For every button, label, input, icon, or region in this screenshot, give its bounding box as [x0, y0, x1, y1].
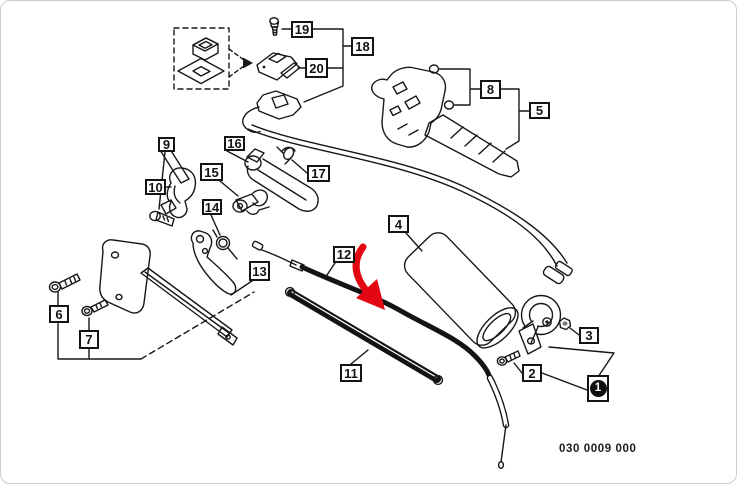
grip-4-drawing — [403, 232, 519, 349]
cable-12-drawing — [251, 240, 510, 470]
callout-leader-lines — [57, 28, 615, 391]
callout-7[interactable]: 7 — [79, 330, 99, 349]
callout-3[interactable]: 3 — [579, 327, 599, 344]
callout-11[interactable]: 11 — [340, 364, 362, 382]
callout-15[interactable]: 15 — [200, 163, 223, 181]
spring-17-drawing — [276, 146, 296, 165]
plug-8a-drawing — [428, 64, 440, 74]
housing-5-drawing — [371, 64, 520, 178]
callout-18[interactable]: 18 — [351, 37, 374, 56]
callout-6[interactable]: 6 — [49, 305, 69, 323]
callout-9[interactable]: 9 — [158, 137, 175, 152]
nut-3-drawing — [558, 317, 572, 331]
callout-5[interactable]: 5 — [529, 102, 550, 119]
bolt-2-drawing — [496, 350, 521, 366]
kit-dashed-box — [173, 27, 253, 90]
callout-17[interactable]: 17 — [307, 165, 330, 182]
switch-20-drawing — [256, 52, 301, 81]
red-arrow — [352, 243, 385, 310]
kit-plate-drawing — [177, 57, 225, 85]
screw-19-drawing — [269, 17, 280, 36]
callout-19[interactable]: 19 — [291, 21, 313, 38]
switch-wires-drawing — [247, 124, 573, 285]
part-number: 030 0009 000 — [559, 443, 637, 455]
tube-11-drawing — [284, 286, 444, 386]
lever-13-drawing — [190, 230, 237, 295]
callout-20[interactable]: 20 — [305, 58, 328, 78]
bolt-7-drawing — [81, 299, 109, 317]
callout-16[interactable]: 16 — [224, 136, 245, 151]
clamp-1-drawing — [515, 294, 562, 355]
callout-10[interactable]: 10 — [145, 179, 166, 195]
spring-14-drawing — [212, 229, 238, 260]
lockout-15-drawing — [232, 189, 270, 215]
callout-8[interactable]: 8 — [480, 80, 501, 99]
callout-13[interactable]: 13 — [249, 261, 270, 281]
plug-8b-drawing — [443, 100, 455, 110]
callout-12[interactable]: 12 — [333, 246, 355, 263]
kit-arrow-icon — [243, 57, 253, 69]
kit-switch-drawing — [192, 37, 219, 61]
blade-16-drawing — [244, 148, 319, 212]
callout-4[interactable]: 4 — [388, 215, 409, 233]
callout-2[interactable]: 2 — [522, 364, 542, 382]
handle-plate-drawing — [99, 239, 238, 346]
bolt-6-drawing — [48, 273, 81, 293]
callout-14[interactable]: 14 — [202, 199, 222, 215]
callout-1[interactable]: 1 — [587, 375, 609, 402]
